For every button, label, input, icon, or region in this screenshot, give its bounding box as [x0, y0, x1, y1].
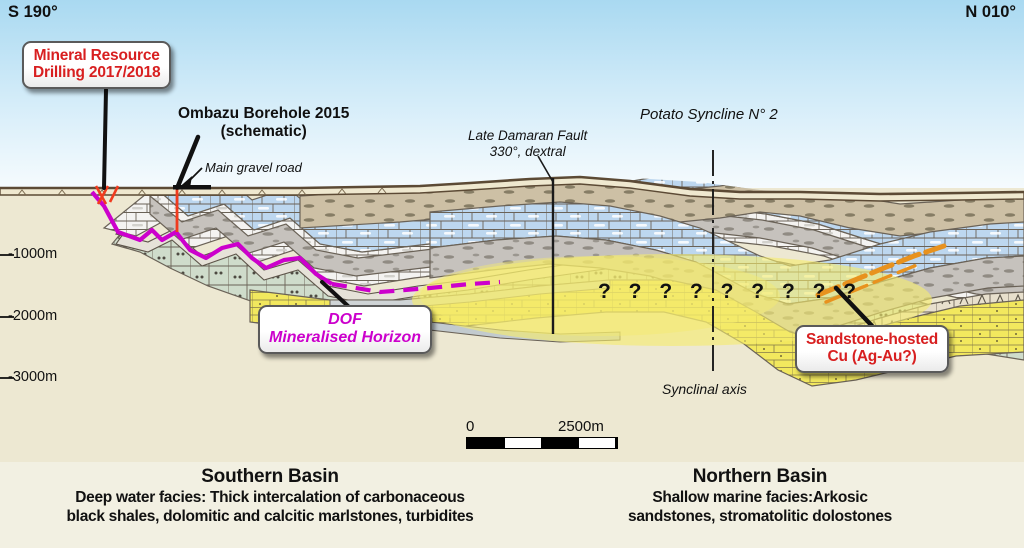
mineral-resource-drillholes — [94, 185, 120, 205]
sky-background — [0, 0, 1024, 196]
label-synclinal-axis: Synclinal axis — [662, 381, 747, 397]
gravel-road-bar — [173, 185, 211, 190]
scale-bar-graphic — [466, 437, 618, 449]
target-zone-halo-2 — [420, 256, 780, 336]
northern-basin-title: Northern Basin — [692, 466, 828, 487]
leader-sandstone — [833, 285, 877, 331]
compass-label-south: S 190° — [8, 3, 58, 21]
depth-tick-1000: -1000m — [8, 246, 58, 262]
surface-tick-marks — [17, 187, 387, 196]
scale-bar-start: 0 — [466, 418, 475, 435]
layer-gray-shale — [149, 194, 1024, 301]
callout-sandstone-hosted-cu[interactable]: Sandstone-hosted Cu (Ag-Au?) — [795, 325, 950, 373]
callout-mineral-resource-text: Mineral Resource Drilling 2017/2018 — [33, 47, 161, 82]
depth-tick-2000: -2000m — [8, 308, 58, 324]
caption-northern-basin: Northern Basin Shallow marine facies:Ark… — [496, 466, 1024, 527]
dof-mineralised-horizon-dashed — [331, 279, 501, 295]
target-zone-halo — [412, 254, 932, 346]
caption-background — [0, 462, 1024, 548]
dof-mineralised-horizon — [90, 190, 334, 286]
southern-basin-description: Deep water facies: Thick intercalation o… — [66, 489, 474, 526]
compass-label-north: N 010° — [965, 3, 1016, 21]
cu-mineralised-band-north — [815, 243, 947, 298]
caption-southern-basin: Southern Basin Deep water facies: Thick … — [0, 466, 540, 527]
leader-ombazu — [175, 134, 201, 189]
late-damaran-fault-leader — [537, 155, 554, 183]
leader-gravel-road-arrow — [176, 176, 192, 190]
northern-basin-description: Shallow marine facies:Arkosic sandstones… — [628, 489, 892, 526]
depth-tick-3000: -3000m — [8, 369, 58, 385]
callout-dof-text: DOF Mineralised Horizon — [269, 311, 422, 346]
scale-bar: 0 2500m — [466, 418, 634, 449]
label-late-damaran-fault: Late Damaran Fault 330°, dextral — [468, 128, 588, 160]
topography-line — [0, 175, 1024, 196]
callout-dof-mineralised-horizon[interactable]: DOF Mineralised Horizon — [258, 305, 433, 354]
callout-sandstone-text: Sandstone-hosted Cu (Ag-Au?) — [806, 331, 939, 366]
basin-captions: Southern Basin Deep water facies: Thick … — [0, 466, 1024, 548]
callout-mineral-resource-drilling[interactable]: Mineral Resource Drilling 2017/2018 — [22, 41, 172, 89]
southern-basin-title: Southern Basin — [201, 466, 339, 487]
depth-axis-ticks — [0, 254, 14, 379]
scale-bar-end: 2500m — [558, 418, 604, 435]
label-potato-syncline: Potato Syncline N° 2 — [640, 106, 778, 123]
unknown-extent-question-marks: ? ? ? ? ? ? ? ? ? — [598, 280, 863, 303]
label-main-gravel-road: Main gravel road — [205, 160, 302, 175]
leader-mineral-resource — [102, 88, 108, 190]
label-ombazu-borehole: Ombazu Borehole 2015 (schematic) — [178, 105, 350, 141]
leader-dof — [320, 280, 350, 308]
